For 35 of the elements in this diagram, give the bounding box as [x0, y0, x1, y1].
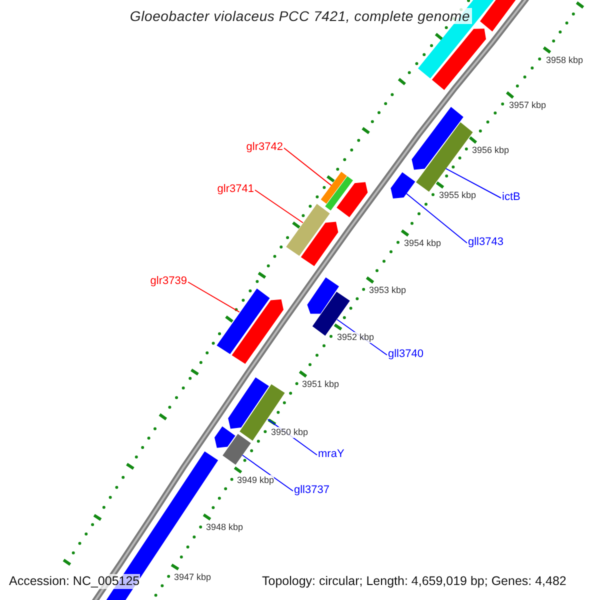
- scale-label: 3950 kbp: [271, 427, 308, 438]
- scale-label: 3958 kbp: [546, 55, 584, 66]
- scale-label: 3951 kbp: [302, 379, 340, 390]
- gene-feature: [286, 204, 330, 256]
- genome-info-text: Topology: circular; Length: 4,659,019 bp; Genes: 4,482: [262, 574, 566, 589]
- gene-label: gll3737: [294, 484, 330, 497]
- title: Gloeobacter violaceus PCC 7421, complete genome: [128, 8, 472, 24]
- scale-label: 3953 kbp: [369, 285, 406, 296]
- gene-feature: [416, 122, 473, 192]
- gene-label: gll3743: [468, 236, 504, 249]
- leader-line: [242, 454, 294, 492]
- gene-feature: [390, 172, 416, 198]
- gene-label: glr3741: [217, 183, 254, 196]
- gene-label: mraY: [318, 448, 344, 461]
- leader-line: [284, 148, 332, 186]
- scale-label: 3947 kbp: [174, 572, 212, 583]
- gene-feature: [216, 288, 270, 354]
- gene-label: glr3742: [246, 141, 283, 154]
- leader-line: [254, 190, 304, 224]
- gene-label: glr3739: [150, 275, 187, 288]
- accession-text: Accession: NC_005125: [9, 574, 140, 589]
- scale-label: 3955 kbp: [439, 190, 476, 201]
- leader-line: [406, 193, 468, 244]
- gene-feature: [222, 434, 251, 465]
- scale-label: 3948 kbp: [206, 522, 244, 533]
- scale-label: 3954 kbp: [404, 238, 442, 249]
- gene-label: gll3740: [388, 348, 424, 361]
- scale-label: 3957 kbp: [509, 100, 546, 111]
- leader-line: [188, 282, 240, 313]
- leader-line: [445, 168, 502, 198]
- scale-label: 3949 kbp: [237, 475, 274, 486]
- scale-label: 3956 kbp: [472, 145, 510, 156]
- gene-feature: [320, 172, 347, 204]
- gene-label: ictB: [502, 191, 520, 204]
- scale-label: 3952 kbp: [337, 332, 374, 343]
